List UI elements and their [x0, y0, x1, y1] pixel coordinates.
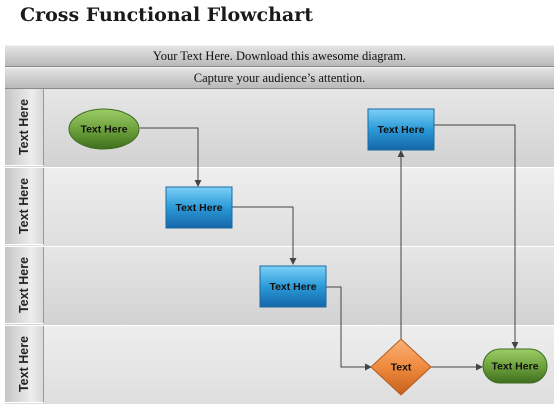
page-title: Cross Functional Flowchart: [20, 4, 314, 26]
lane-label-3: Text Here: [5, 247, 44, 324]
connector-start-to-process2: [140, 127, 202, 187]
process-node-lane2-label: Text Here: [175, 202, 222, 214]
connector-process-top-to-end: [434, 124, 519, 349]
start-node-label: Text Here: [80, 124, 127, 136]
lane-label-4: Text Here: [5, 326, 44, 403]
end-node: Text Here: [482, 348, 548, 384]
start-node: Text Here: [68, 108, 140, 150]
swimlane-4: Text Here: [5, 326, 554, 404]
decision-node: Text: [370, 338, 432, 396]
process-node-lane3: Text Here: [259, 265, 327, 308]
process-node-top-label: Text Here: [377, 124, 424, 136]
process-node-top: Text Here: [367, 108, 435, 151]
process-node-lane2: Text Here: [165, 186, 233, 229]
banner-primary: Your Text Here. Download this awesome di…: [5, 45, 554, 67]
lane-label-2: Text Here: [5, 168, 44, 245]
connector-process2-to-process3: [232, 206, 297, 265]
decision-node-label: Text: [391, 362, 412, 374]
connector-process3-to-decision: [325, 286, 372, 371]
banner-secondary: Capture your audience’s attention.: [5, 67, 554, 89]
end-node-label: Text Here: [491, 361, 538, 373]
lane-label-1: Text Here: [5, 89, 44, 166]
process-node-lane3-label: Text Here: [269, 281, 316, 293]
